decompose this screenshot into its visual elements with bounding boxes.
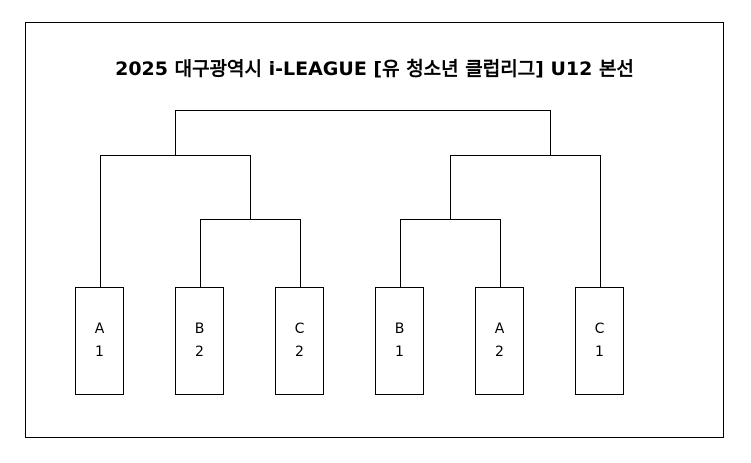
team-group: B <box>394 321 405 337</box>
team-group: A <box>94 321 105 337</box>
team-rank: 2 <box>195 344 204 360</box>
team-slot-b2: B 2 <box>175 287 224 395</box>
team-slot-a1: A 1 <box>75 287 124 395</box>
team-group: B <box>194 321 205 337</box>
team-group: A <box>494 321 505 337</box>
team-rank: 2 <box>495 344 504 360</box>
team-rank: 1 <box>395 344 404 360</box>
team-rank: 1 <box>95 344 104 360</box>
team-slot-c1: C 1 <box>575 287 624 395</box>
final-connector <box>175 110 551 155</box>
team-rank: 2 <box>295 344 304 360</box>
left-semi-connector <box>100 155 251 287</box>
bracket-frame <box>25 22 724 438</box>
team-group: C <box>294 321 305 337</box>
left-quarter-connector <box>200 219 301 287</box>
right-semi-connector <box>450 155 601 287</box>
page-title: 2025 대구광역시 i-LEAGUE [유 청소년 클럽리그] U12 본선 <box>115 58 634 80</box>
right-quarter-connector <box>400 219 501 287</box>
team-slot-a2: A 2 <box>475 287 524 395</box>
team-slot-c2: C 2 <box>275 287 324 395</box>
team-slot-b1: B 1 <box>375 287 424 395</box>
team-rank: 1 <box>595 344 604 360</box>
team-group: C <box>594 321 605 337</box>
